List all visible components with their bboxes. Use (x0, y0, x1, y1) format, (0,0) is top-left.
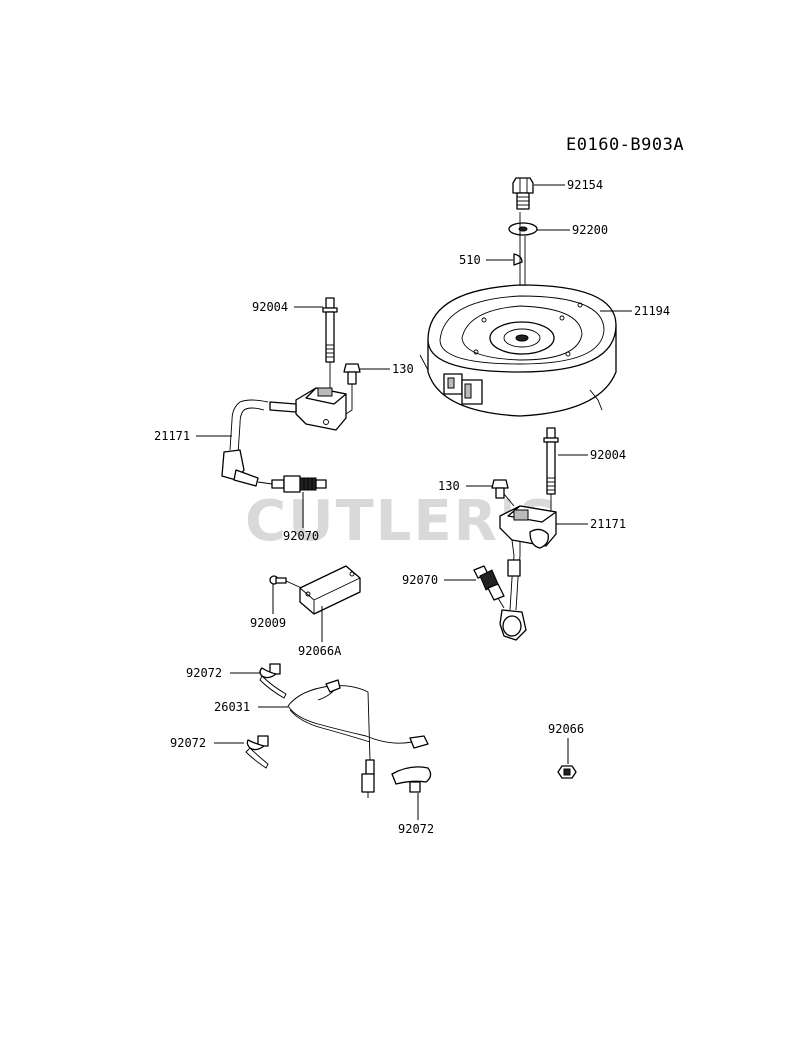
wire-clamp-92072-mid[interactable] (245, 735, 269, 769)
label-92009: 92009 (250, 616, 286, 630)
label-21171-right: 21171 (590, 517, 626, 531)
label-26031: 26031 (214, 700, 250, 714)
label-92154: 92154 (567, 178, 603, 192)
label-92072-bottom: 92072 (398, 822, 434, 836)
spark-plug-92070-left[interactable] (271, 475, 327, 493)
screw-92009[interactable] (269, 575, 287, 585)
module-92066A[interactable] (299, 565, 361, 615)
stud-92004-left[interactable] (322, 297, 338, 363)
label-130-right: 130 (438, 479, 460, 493)
label-92072-mid: 92072 (170, 736, 206, 750)
bolt-130-left[interactable] (343, 363, 361, 385)
label-92004-right: 92004 (590, 448, 626, 462)
wire-harness-26031[interactable] (287, 679, 429, 798)
key-510[interactable] (513, 253, 523, 266)
label-92072-top: 92072 (186, 666, 222, 680)
label-92070-right: 92070 (402, 573, 438, 587)
label-92070-left: 92070 (283, 529, 319, 543)
label-21171-left: 21171 (154, 429, 190, 443)
wire-clamp-92072-top[interactable] (259, 663, 287, 699)
label-130-left: 130 (392, 362, 414, 376)
flywheel-bolt-92154[interactable] (512, 177, 534, 210)
bolt-130-right[interactable] (491, 479, 509, 499)
label-92066: 92066 (548, 722, 584, 736)
stud-92004-right[interactable] (543, 427, 559, 495)
label-92066A: 92066A (298, 644, 342, 658)
washer-92200[interactable] (508, 222, 538, 236)
wire-clamp-92072-bottom[interactable] (391, 766, 432, 793)
label-21194: 21194 (634, 304, 670, 318)
spark-plug-92070-right[interactable] (473, 565, 505, 609)
label-92200: 92200 (572, 223, 608, 237)
label-510: 510 (459, 253, 481, 267)
ignition-coil-21171-left[interactable] (221, 387, 347, 487)
ignition-coil-21171-right[interactable] (499, 505, 557, 641)
nut-92066[interactable] (557, 765, 577, 779)
label-92004-left: 92004 (252, 300, 288, 314)
diagram-code: E0160-B903A (566, 135, 684, 155)
flywheel-21194[interactable] (419, 284, 617, 417)
